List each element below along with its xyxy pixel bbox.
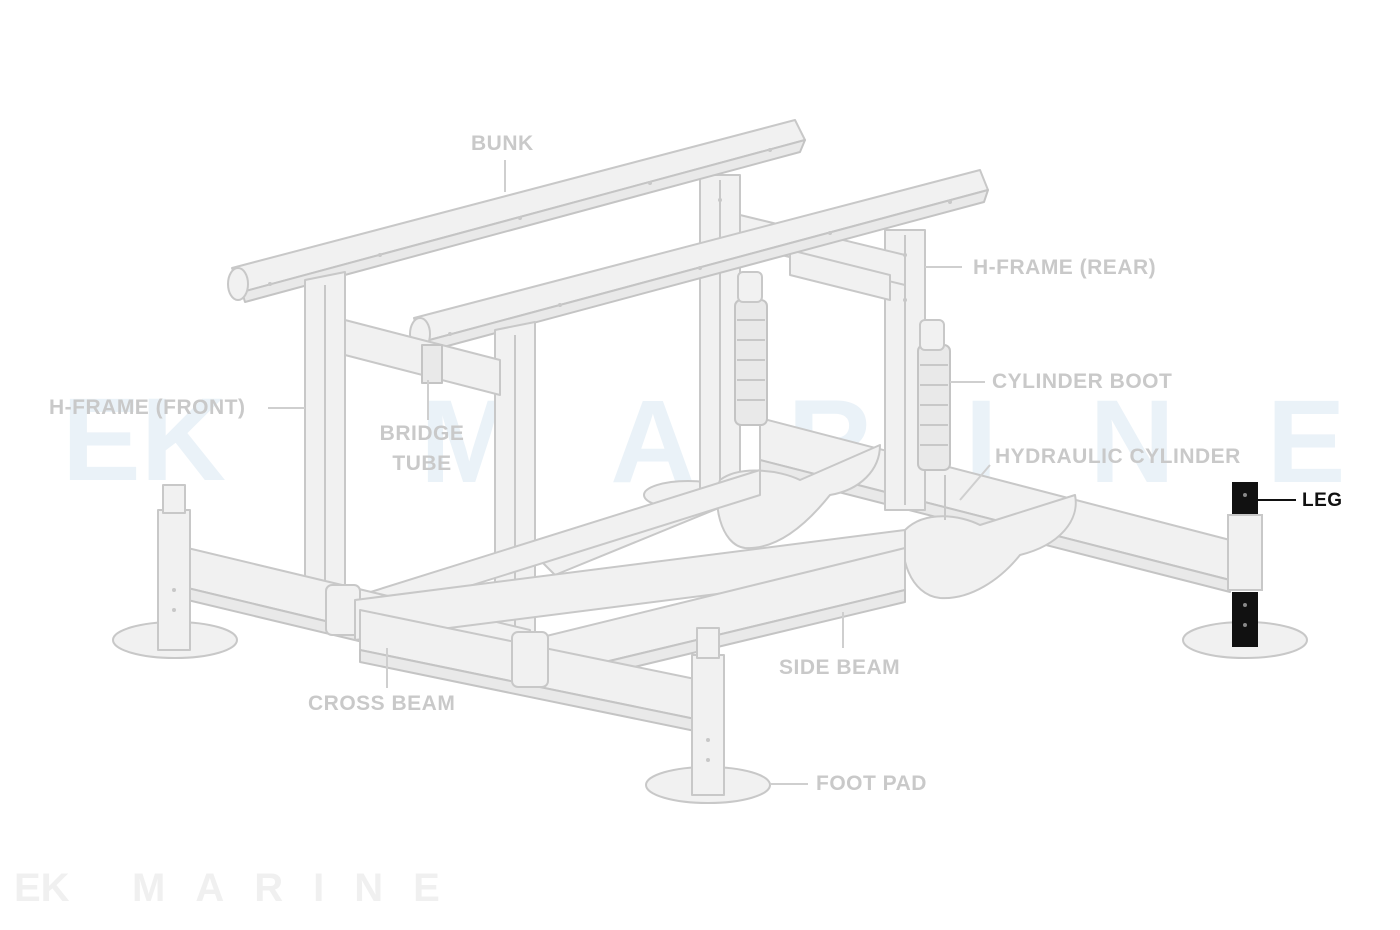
label-cylinder-boot: CYLINDER BOOT [992, 370, 1173, 393]
bunk-front [409, 169, 989, 353]
leader-hydraulic-cylinder [959, 464, 991, 501]
leg-front-left [112, 484, 238, 659]
label-bunk: BUNK [471, 132, 534, 155]
leg-highlighted[interactable] [1227, 482, 1263, 647]
label-foot-pad: FOOT PAD [816, 772, 927, 795]
label-hydraulic-cylinder: HYDRAULIC CYLINDER [995, 445, 1241, 468]
label-bridge-tube-line2: TUBE [392, 452, 452, 475]
bunk-rear [227, 119, 806, 303]
watermark-logo: EK [62, 374, 226, 506]
label-side-beam: SIDE BEAM [779, 656, 901, 679]
label-cross-beam: CROSS BEAM [308, 692, 456, 715]
label-h-frame-front: H-FRAME (FRONT) [49, 396, 246, 419]
label-leg[interactable]: LEG [1302, 490, 1343, 511]
cylinder-boot-right [917, 319, 951, 471]
corner-watermark-word: MARINE [132, 866, 470, 910]
label-bridge-tube-line1: BRIDGE [379, 422, 465, 445]
cylinder-boot-left [734, 271, 768, 426]
hydraulic-cylinder-right [902, 475, 1077, 600]
corner-watermark-logo: EK [14, 866, 70, 910]
label-h-frame-rear: H-FRAME (REAR) [973, 256, 1157, 279]
